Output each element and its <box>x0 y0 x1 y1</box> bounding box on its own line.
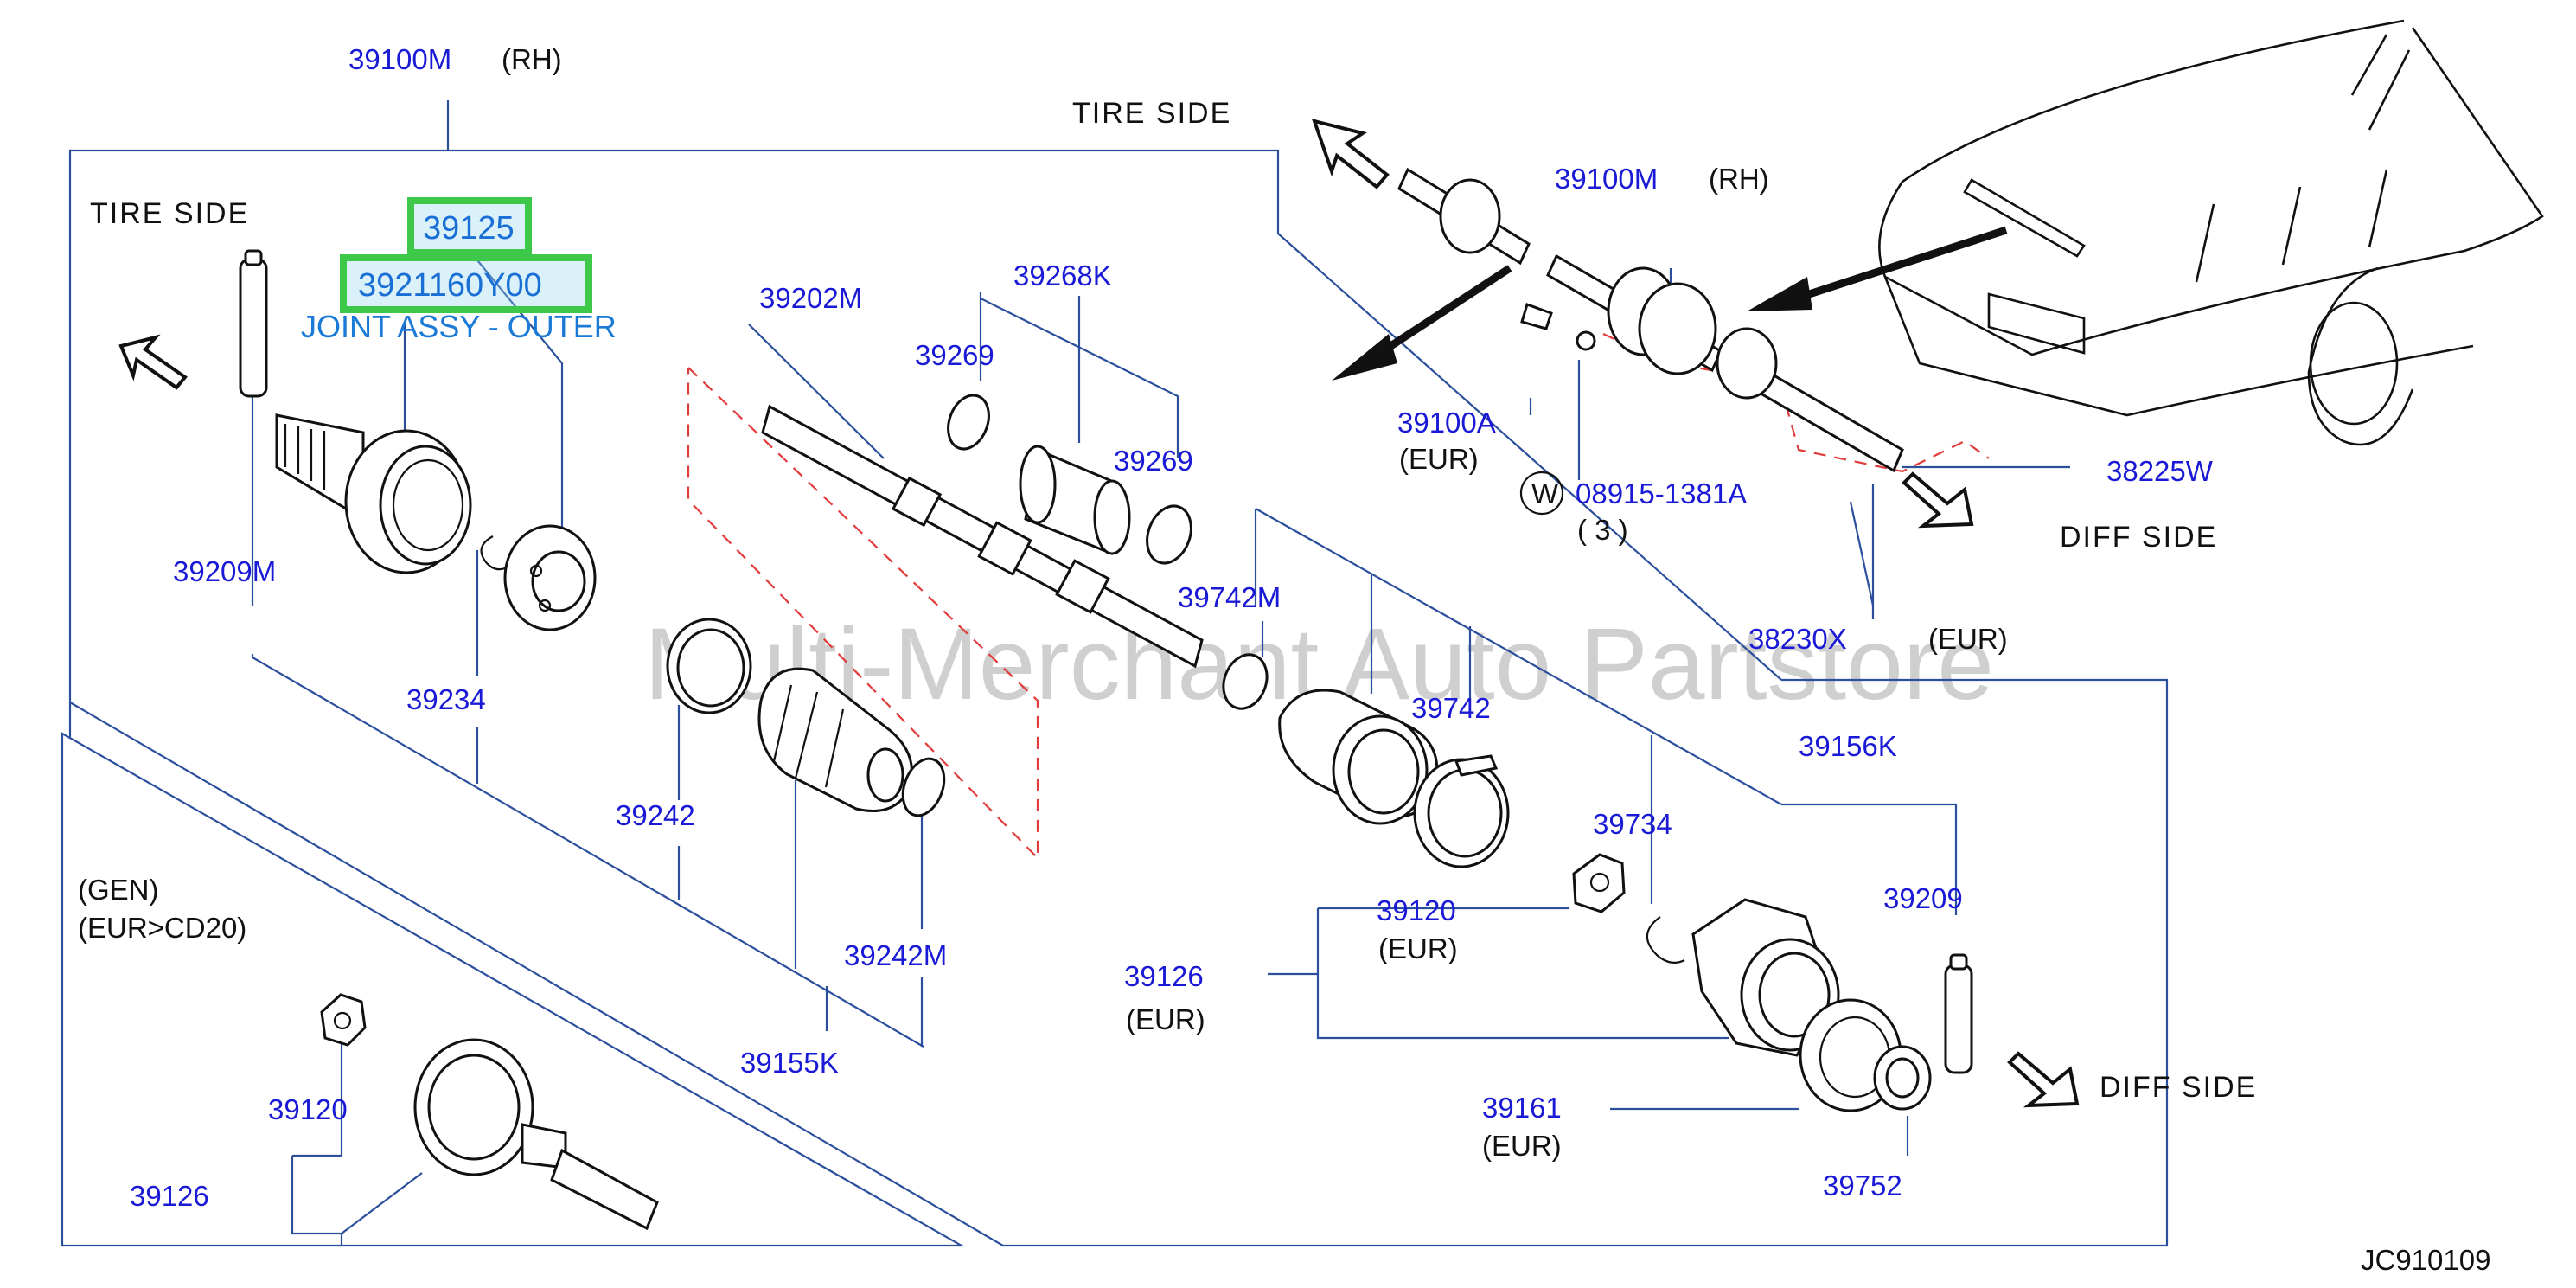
part-inner-boot <box>1278 689 1439 825</box>
washer-marker: W <box>1519 471 1564 516</box>
highlight-part-number[interactable]: 39125 <box>423 210 515 247</box>
label-39269-b[interactable]: 39269 <box>1114 445 1193 477</box>
diff-side-top-label: DIFF SIDE <box>2060 521 2217 554</box>
highlight-description: JOINT ASSY - OUTER <box>301 309 617 344</box>
label-39100M-top[interactable]: 39100M <box>348 43 451 75</box>
part-39234-circlip <box>480 535 511 571</box>
label-39234[interactable]: 39234 <box>406 683 486 715</box>
direction-arrows <box>118 119 2080 1108</box>
label-38225W[interactable]: 38225W <box>2106 455 2214 487</box>
label-39209[interactable]: 39209 <box>1883 882 1963 914</box>
washer-w-label: W <box>1531 477 1559 509</box>
label-39269-a[interactable]: 39269 <box>915 339 994 371</box>
part-39742-band <box>1413 754 1510 868</box>
dashed-relations <box>687 333 1990 861</box>
label-39126-b[interactable]: 39126 <box>1124 960 1204 992</box>
part-39268K-damper <box>1019 445 1131 555</box>
part-39202M-shaft <box>761 404 1204 669</box>
note-eur-cd20: (EUR>CD20) <box>78 912 246 944</box>
highlight-oem-box[interactable] <box>340 254 592 313</box>
label-39752[interactable]: 39752 <box>1823 1169 1902 1201</box>
part-39209M-grease <box>239 249 268 398</box>
inset-shaft-assembly <box>1397 167 1904 473</box>
part-39242-band <box>666 618 752 714</box>
note-eur-39161: (EUR) <box>1482 1130 1562 1162</box>
part-39734-snap-ring <box>1646 916 1685 964</box>
label-39100A[interactable]: 39100A <box>1397 407 1496 439</box>
label-39202M[interactable]: 39202M <box>759 282 862 314</box>
tire-side-left-label: TIRE SIDE <box>90 197 249 230</box>
highlight-part-box[interactable] <box>407 197 532 256</box>
label-39126-a[interactable]: 39126 <box>130 1180 209 1212</box>
note-qty-3: ( 3 ) <box>1577 514 1628 546</box>
part-39242M-band <box>901 757 946 817</box>
note-eur-39100A: (EUR) <box>1399 443 1479 475</box>
note-eur-38230X: (EUR) <box>1928 623 2008 655</box>
car-illustration <box>1878 19 2544 446</box>
note-eur-39120: (EUR) <box>1378 932 1458 964</box>
part-outer-bearing <box>503 524 597 631</box>
note-rh-top: (RH) <box>502 43 562 75</box>
part-39269-band-a <box>947 394 990 451</box>
label-39209M[interactable]: 39209M <box>173 555 276 587</box>
highlight-group[interactable]: 39125 3921160Y00 JOINT ASSY - OUTER <box>301 197 617 344</box>
label-39161[interactable]: 39161 <box>1482 1092 1562 1124</box>
leader-lines <box>251 255 2070 1246</box>
part-39752-oil-seal <box>1873 1045 1932 1111</box>
tire-side-top-label: TIRE SIDE <box>1072 97 1231 130</box>
label-39100M-inset[interactable]: 39100M <box>1555 163 1658 195</box>
note-rh-inset: (RH) <box>1709 163 1769 195</box>
label-39120-a[interactable]: 39120 <box>268 1093 348 1125</box>
part-39120-spider-b <box>1572 853 1626 913</box>
part-39742M-band <box>1222 653 1269 710</box>
label-39155K[interactable]: 39155K <box>740 1047 839 1079</box>
diagram-code: JC910109 <box>2361 1244 2490 1276</box>
label-39742M[interactable]: 39742M <box>1178 581 1281 613</box>
part-39125-outer-joint[interactable] <box>275 413 472 574</box>
label-39156K[interactable]: 39156K <box>1799 730 1897 762</box>
part-39269-band-b <box>1146 504 1192 565</box>
diff-side-bottom-label: DIFF SIDE <box>2100 1071 2257 1104</box>
frame-lines <box>61 100 2169 1247</box>
note-gen: (GEN) <box>78 874 159 906</box>
part-39120-spider-a <box>320 993 367 1047</box>
part-39209-grease <box>1944 953 1973 1074</box>
part-39126-housing-a <box>413 1038 659 1231</box>
highlight-oem-number[interactable]: 3921160Y00 <box>358 267 542 304</box>
label-08915-1381A[interactable]: 08915-1381A <box>1576 477 1747 509</box>
label-39742[interactable]: 39742 <box>1411 692 1491 724</box>
label-39734[interactable]: 39734 <box>1593 808 1672 840</box>
note-eur-39126: (EUR) <box>1126 1003 1205 1035</box>
label-39242M[interactable]: 39242M <box>844 939 947 971</box>
label-38230X[interactable]: 38230X <box>1748 623 1847 655</box>
label-39242[interactable]: 39242 <box>616 799 695 831</box>
label-39120-b[interactable]: 39120 <box>1377 894 1456 926</box>
label-39268K[interactable]: 39268K <box>1013 260 1112 292</box>
